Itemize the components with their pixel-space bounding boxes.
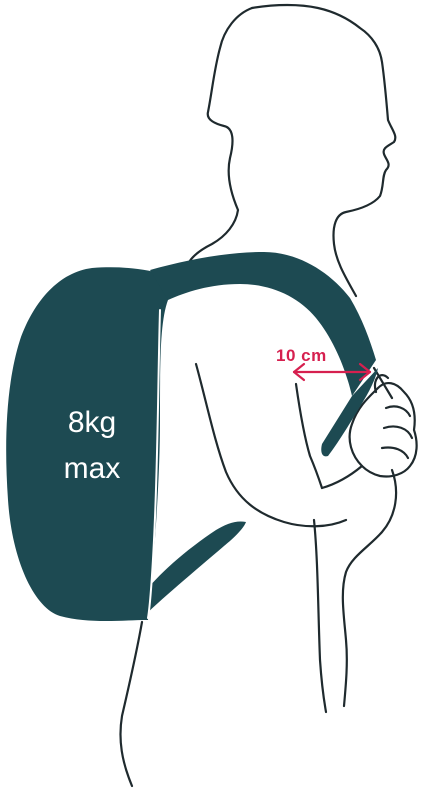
- finger-line-2: [384, 426, 412, 438]
- head-outline: [188, 8, 252, 264]
- person-silhouette-icon: [120, 5, 416, 786]
- hip-outline: [314, 520, 326, 712]
- weight-limit-label: 8kg: [68, 406, 116, 439]
- shoulder-strap-top: [150, 252, 376, 396]
- inner-arm-outline: [296, 384, 322, 488]
- distance-label: 10 cm: [276, 346, 327, 365]
- lower-back-outline: [120, 622, 142, 786]
- weight-limit-sublabel: max: [64, 452, 121, 485]
- backpack-body: [6, 267, 169, 621]
- finger-line-1: [386, 406, 410, 416]
- belly-outline: [343, 470, 396, 706]
- lower-strap: [140, 521, 246, 620]
- finger-line-3: [382, 447, 408, 458]
- forearm-outline: [322, 466, 362, 488]
- back-of-neck: [252, 5, 395, 296]
- backpack-icon: 8kg max: [6, 252, 378, 621]
